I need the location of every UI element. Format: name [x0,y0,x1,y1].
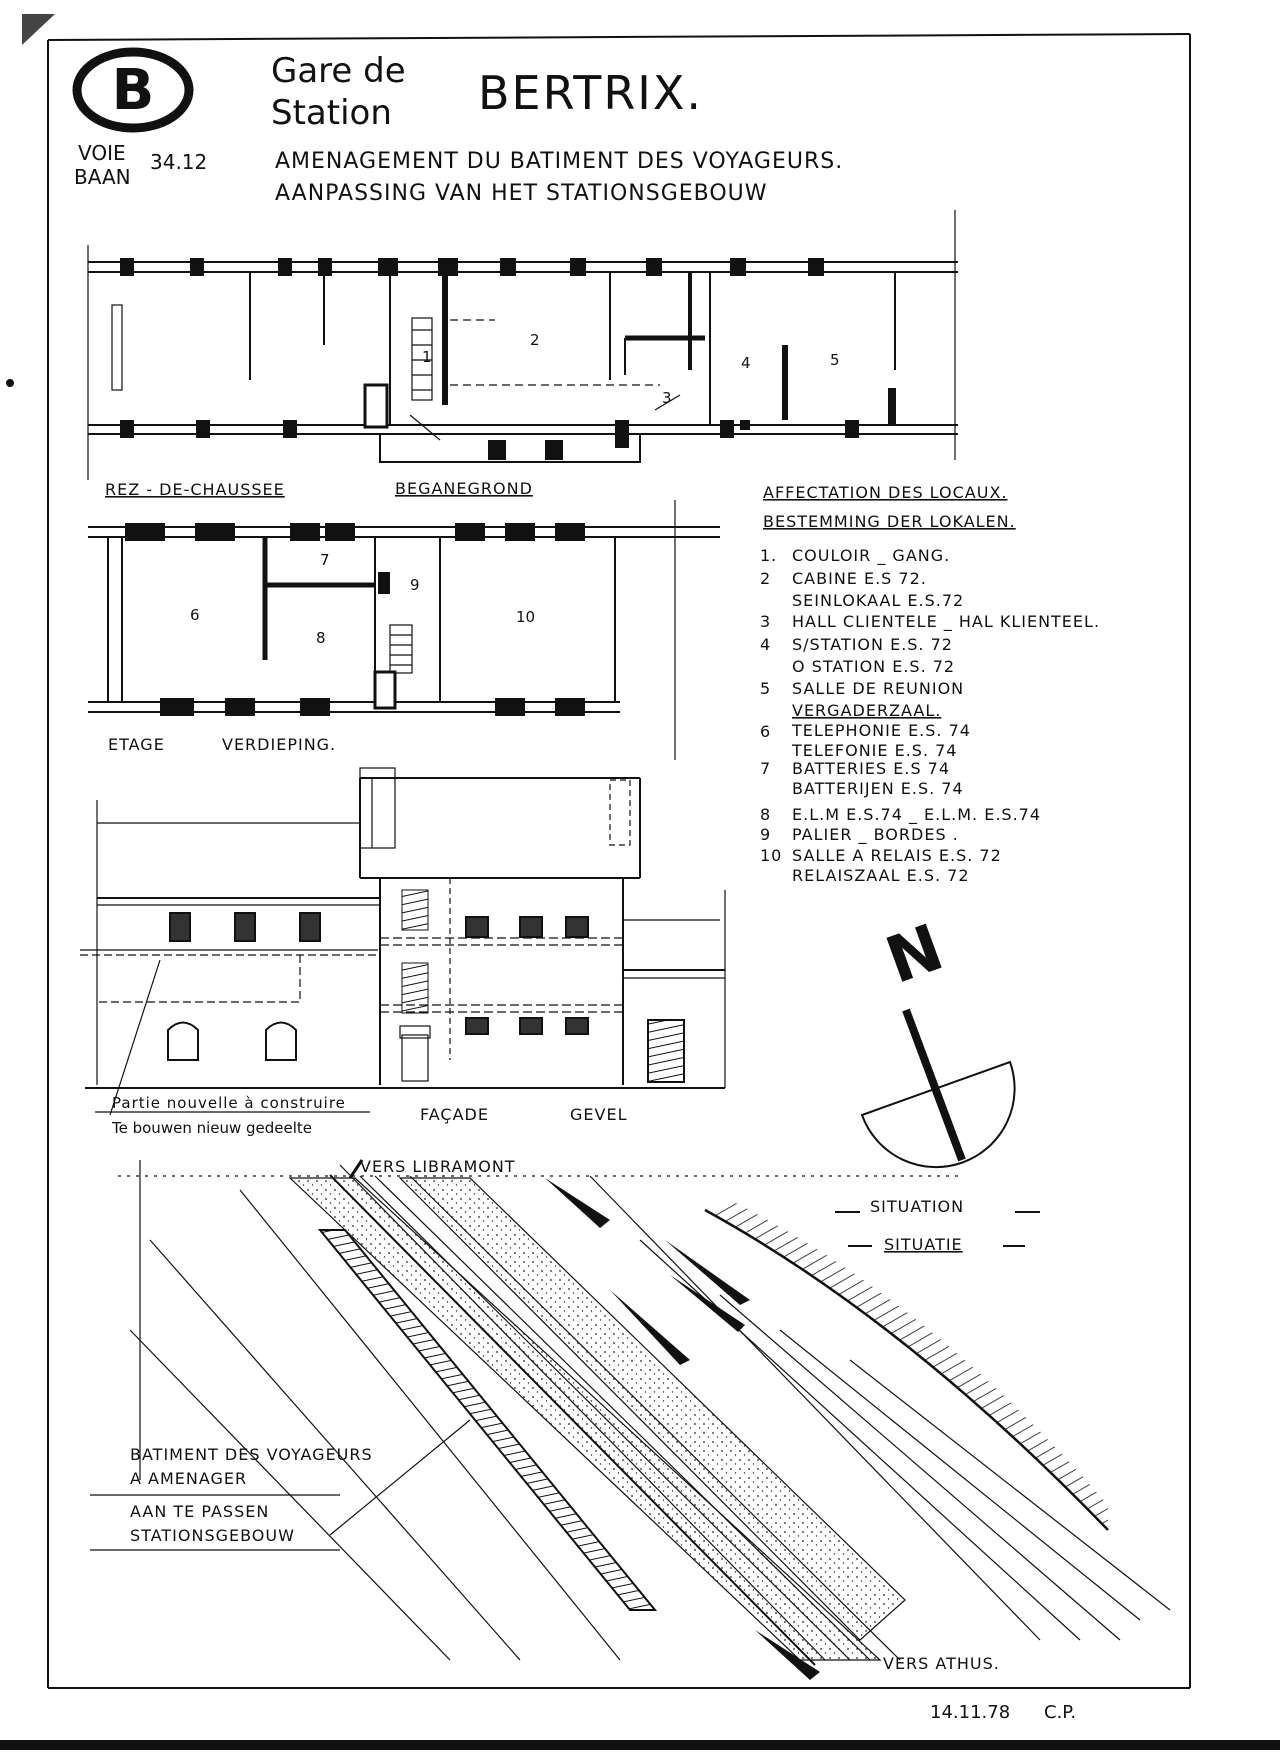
legend-num-2: 2 [760,569,771,588]
legend-text-4b: O STATION E.S. 72 [792,657,955,676]
legend-title-nl: BESTEMMING DER LOKALEN. [763,512,1016,531]
upper-floor-label-fr: ETAGE [108,735,165,754]
station-name: BERTRIX. [478,66,703,120]
building-label-fr-1: BATIMENT DES VOYAGEURS [130,1445,373,1464]
sncb-logo: B [72,47,194,133]
situation-title-fr: SITUATION [870,1197,964,1216]
situation-title: SITUATION SITUATIE [835,1197,1040,1254]
drawing-date: 14.11.78 [930,1702,1010,1723]
legend-text-2b: SEINLOKAAL E.S.72 [792,591,964,610]
legend-text-3a: HALL CLIENTELE _ HAL KLIENTEEL. [792,612,1100,632]
legend-text-2a: CABINE E.S 72. [792,569,927,588]
legend-num-4: 4 [760,635,771,654]
room-5: 5 [830,351,840,369]
legend-num-8: 8 [760,805,771,824]
north-icon: N [877,911,953,999]
project-title-nl: AANPASSING VAN HET STATIONSGEBOUW [275,181,768,206]
building-label-nl-1: AAN TE PASSEN [130,1502,269,1521]
legend-title-fr: AFFECTATION DES LOCAUX. [763,483,1008,502]
ground-floor-piers [120,258,859,460]
direction-north-label: VERS LIBRAMONT [360,1157,516,1176]
room-7: 7 [320,551,330,569]
station-label-nl: Station [271,93,392,133]
room-4: 4 [741,354,751,372]
room-3: 3 [662,389,672,407]
legend-num-10: 10 [760,846,782,865]
ground-floor-plan: 1 2 3 4 5 [87,210,958,480]
legend-text-6b: TELEFONIE E.S. 74 [791,741,957,760]
legend-text-10b: RELAISZAAL E.S. 72 [792,866,970,885]
room-legend: AFFECTATION DES LOCAUX. BESTEMMING DER L… [760,483,1100,885]
situation-plan [90,1159,1171,1680]
sheet-frame [0,14,1280,1750]
room-2: 2 [530,331,540,349]
track-label-fr: VOIE [78,141,126,165]
ground-floor-label-fr: REZ - DE-CHAUSSEE [105,480,285,499]
legend-text-7b: BATTERIJEN E.S. 74 [792,779,964,798]
track-label-nl: BAAN [74,165,131,189]
legend-num-7: 7 [760,759,771,778]
legend-text-10a: SALLE A RELAIS E.S. 72 [792,846,1002,865]
building-label-nl-2: STATIONSGEBOUW [130,1526,295,1545]
room-6: 6 [190,606,200,624]
title-block: Gare de Station BERTRIX. VOIE BAAN 34.12… [74,51,843,206]
project-title-fr: AMENAGEMENT DU BATIMENT DES VOYAGEURS. [275,149,843,174]
room-1: 1 [422,348,432,366]
facade-label-nl: GEVEL [570,1105,627,1124]
legend-text-6a: TELEPHONIE E.S. 74 [791,721,971,740]
upper-floor-label-nl: VERDIEPING. [222,735,336,754]
logo-letter: B [112,58,155,123]
legend-num-3: 3 [760,612,771,631]
room-8: 8 [316,629,326,647]
legend-text-7a: BATTERIES E.S 74 [792,759,950,778]
facade-elevation [80,767,726,1116]
legend-text-9a: PALIER _ BORDES . [792,825,959,845]
north-arrow: N [860,911,1016,1169]
legend-num-9: 9 [760,825,771,844]
facade-windows [167,912,685,1083]
new-part-label-nl: Te bouwen nieuw gedeelte [111,1119,312,1137]
building-label-fr-2: A AMENAGER [130,1469,247,1488]
track-number: 34.12 [150,150,207,174]
legend-num-6: 6 [760,722,771,741]
room-9: 9 [410,576,420,594]
legend-text-8a: E.L.M E.S.74 _ E.L.M. E.S.74 [792,805,1041,825]
direction-south-label: VERS ATHUS. [883,1654,1000,1673]
legend-text-5b: VERGADERZAAL. [792,701,941,720]
facade-label-fr: FAÇADE [420,1105,489,1124]
station-label-fr: Gare de [271,51,406,91]
legend-num-5: 5 [760,679,771,698]
legend-text-1a: COULOIR _ GANG. [792,546,950,566]
legend-num-1: 1. [760,546,777,565]
room-10: 10 [516,608,535,626]
drawer-initials: C.P. [1044,1702,1076,1723]
ground-floor-label-nl: BEGANEGROND [395,479,533,498]
upper-floor-piers [125,523,585,716]
legend-text-5a: SALLE DE REUNION [792,679,964,698]
new-part-label-fr: Partie nouvelle à construire [112,1094,346,1112]
upper-floor-plan: 6 7 8 9 10 [88,500,720,760]
legend-text-4a: S/STATION E.S. 72 [792,635,953,654]
situation-title-nl: SITUATIE [884,1235,963,1254]
